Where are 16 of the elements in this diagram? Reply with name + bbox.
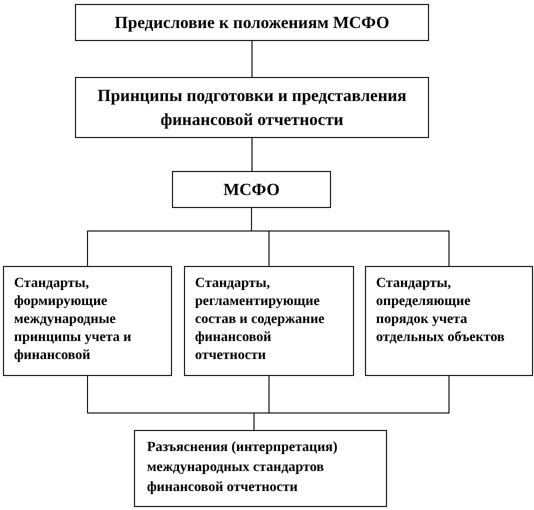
connector-line (251, 208, 450, 266)
process-box (365, 266, 533, 376)
box-text: Принципы подготовки и представления финансовой отчетности (96, 84, 408, 131)
process-box (3, 266, 172, 376)
box-text: Предисловие к положениям МСФО (114, 12, 390, 32)
box-text: Разъяснения (интерпретация) международных стандартов финансовой отчетности (147, 439, 339, 497)
connector-line (254, 376, 450, 430)
process-box (134, 430, 387, 507)
process-box (184, 266, 354, 376)
box-text: Стандарты, определяющие порядок учета отдельных объектов (376, 275, 506, 347)
box-text: Стандарты, формирующие международные принципы учета и финансовой (14, 275, 132, 365)
process-box (75, 4, 429, 41)
box-text: Стандарты, регламентирующие состав и содержание финансовой отчетности (195, 275, 326, 365)
process-box (75, 77, 429, 138)
process-box (172, 171, 331, 208)
box-text: МСФО (223, 180, 280, 200)
